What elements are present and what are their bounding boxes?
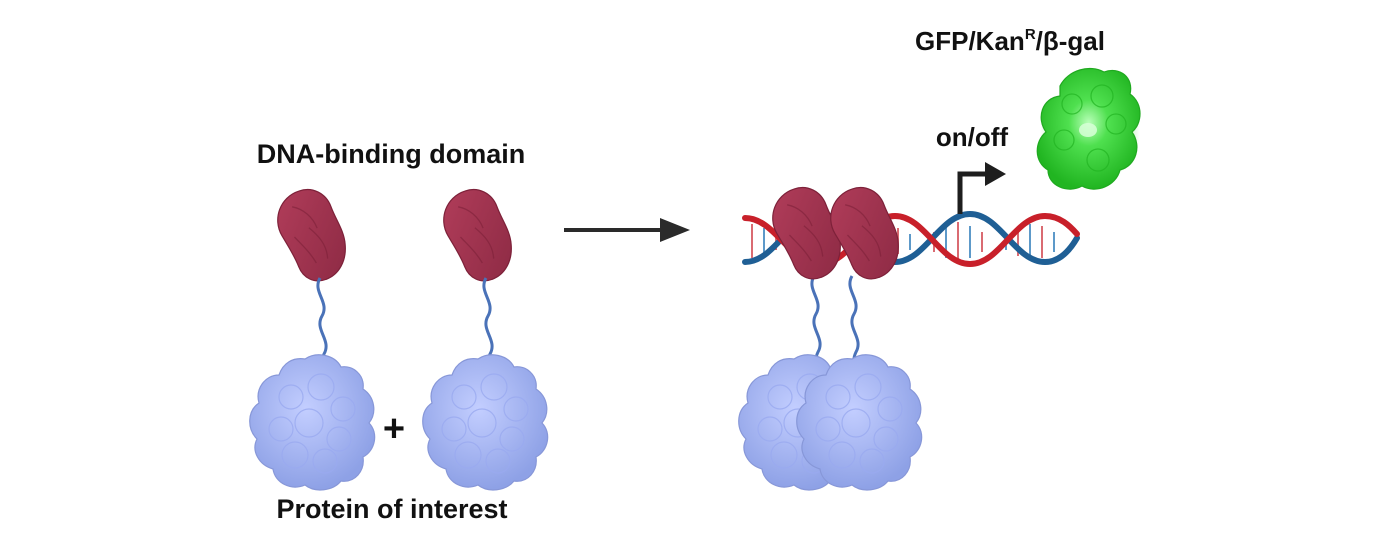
protein-of-interest-2: [422, 354, 549, 491]
dimerized-complex: [738, 180, 923, 491]
reporter-label-prefix: GFP/Kan: [915, 26, 1025, 56]
dna-binding-domain-2: [437, 182, 519, 288]
reporter-label-superscript: R: [1025, 26, 1036, 43]
on-off-label: on/off: [936, 122, 1009, 152]
promoter-arrow: [957, 162, 1006, 214]
dna-binding-domain-1: [271, 182, 353, 288]
reporter-label-suffix: /β-gal: [1036, 26, 1105, 56]
fusion-protein-left-1: [249, 182, 376, 491]
fusion-protein-left-2: [422, 182, 549, 491]
protein-of-interest-label: Protein of interest: [276, 494, 507, 524]
dna-binding-domain-dimer-2: [824, 180, 906, 286]
dna-binding-domain-label: DNA-binding domain: [257, 139, 525, 169]
plus-sign: +: [383, 408, 405, 450]
protein-of-interest-1: [249, 354, 376, 491]
process-arrow: [564, 218, 690, 242]
reporter-protein-gfp: [1036, 67, 1141, 190]
reporter-label: GFP/KanR/β-gal: [915, 26, 1105, 56]
